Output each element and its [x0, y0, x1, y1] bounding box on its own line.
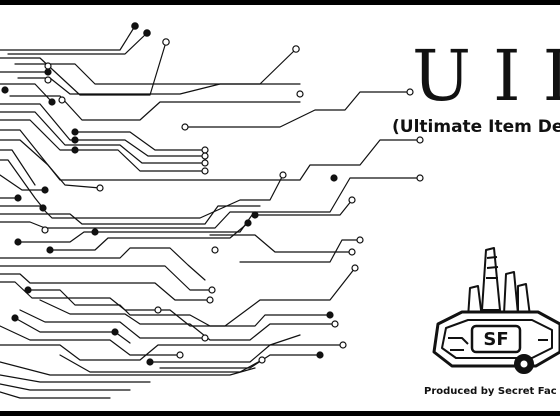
subtitle: (Ultimate Item De — [392, 117, 560, 137]
svg-text:SF: SF — [483, 329, 508, 350]
title: UII — [412, 35, 560, 117]
factory-logo-icon: SF — [432, 247, 560, 374]
top-border — [0, 0, 560, 5]
bottom-border — [0, 411, 560, 416]
credit-line: Produced by Secret Fac — [424, 386, 557, 397]
